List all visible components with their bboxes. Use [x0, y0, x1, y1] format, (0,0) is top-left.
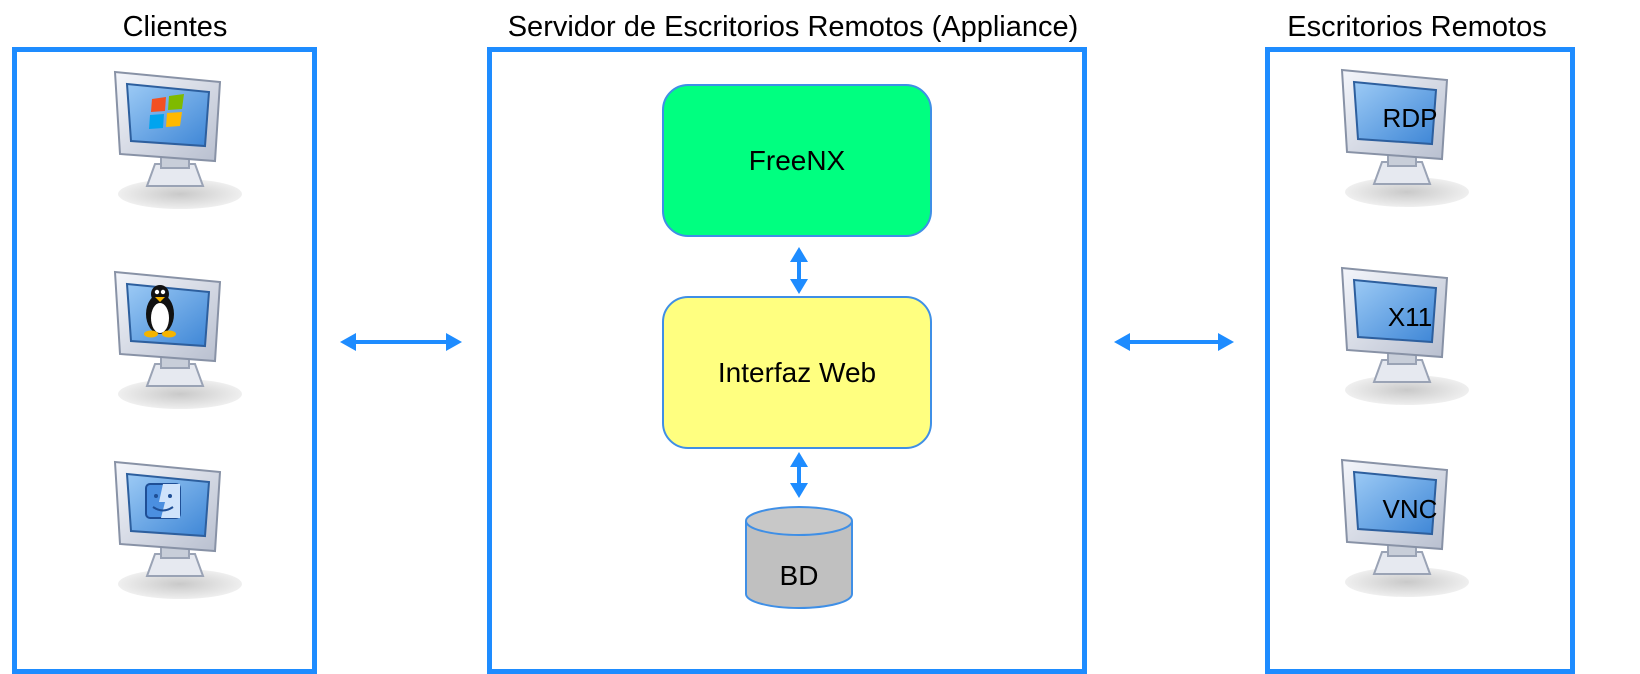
vnc-label: VNC — [1383, 494, 1438, 524]
rdp-label: RDP — [1383, 103, 1438, 133]
mac-finder-icon — [145, 483, 181, 519]
client-windows-monitor — [114, 71, 243, 210]
remote-x11-monitor: X11 — [1341, 267, 1470, 406]
clients-server-arrow — [340, 333, 462, 351]
remote-vnc-monitor: VNC — [1341, 459, 1470, 598]
freenx-web-arrow — [790, 247, 808, 294]
database-cylinder-icon — [745, 506, 853, 609]
web-interface-label: Interfaz Web — [717, 356, 877, 388]
remote-desktops-title: Escritorios Remotos — [1287, 11, 1547, 43]
linux-penguin-icon — [144, 285, 176, 338]
remote-rdp-monitor: RDP — [1341, 69, 1470, 208]
windows-logo-icon — [149, 94, 184, 129]
x11-label: X11 — [1388, 302, 1432, 332]
freenx-box: FreeNX — [662, 84, 932, 237]
server-title: Servidor de Escritorios Remotos (Applian… — [507, 11, 1079, 43]
web-db-arrow — [790, 452, 808, 498]
database-label: BD — [779, 560, 819, 591]
clients-title: Clientes — [122, 11, 228, 43]
client-mac-monitor — [114, 461, 243, 600]
web-interface-box: Interfaz Web — [662, 296, 932, 449]
server-remote-arrow — [1114, 333, 1234, 351]
freenx-label: FreeNX — [748, 144, 846, 176]
client-linux-monitor — [114, 271, 243, 410]
